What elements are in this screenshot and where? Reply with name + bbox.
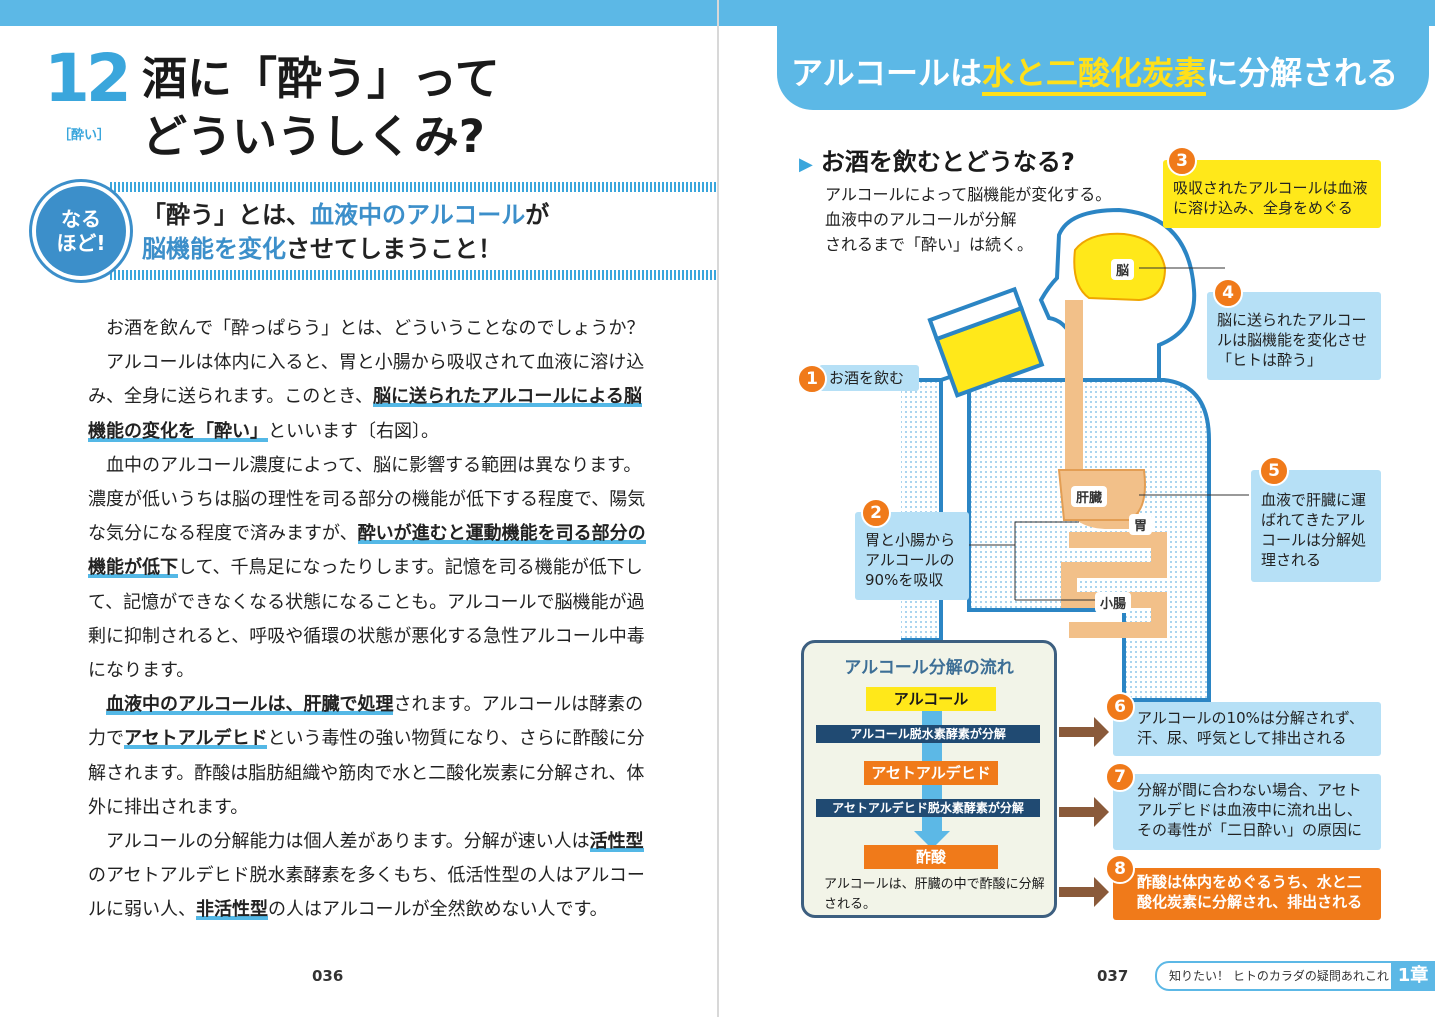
body-text: お酒を飲んで「酔っぱらう」とは、どういうことなのでしょうか？ アルコールは体内に… bbox=[88, 312, 648, 928]
title-line-1: 酒に「酔う」って bbox=[142, 52, 500, 105]
callout-1: お酒を飲む bbox=[819, 365, 919, 391]
flow-step-acetaldehyde: アセトアルデヒド bbox=[864, 761, 998, 785]
title-line-2: どういうしくみ? bbox=[142, 110, 485, 163]
summary-text: 「酔う」とは、血液中のアルコールが 脳機能を変化させてしまうこと！ bbox=[142, 198, 549, 266]
paragraph-3: 血中のアルコール濃度によって、脳に影響する範囲は異なります。濃度が低いうちは脳の… bbox=[88, 449, 648, 688]
stripe-bottom bbox=[110, 270, 718, 280]
page-number-left: 036 bbox=[312, 967, 344, 985]
text-run: という毒性の強い物質になり、さらに酢酸に分解されます。酢酸は脂肪組織や筋肉で水と… bbox=[88, 728, 645, 818]
step-number-6: 6 bbox=[1105, 692, 1135, 722]
highlight: 血液中のアルコールは、肝臓で処理 bbox=[106, 694, 394, 716]
step-number-1: 1 bbox=[797, 364, 827, 394]
question-subtext: アルコールによって脳機能が変化する。 血液中のアルコールが分解 されるまで「酔い… bbox=[825, 182, 1111, 257]
paragraph-5: アルコールの分解能力は個人差があります。分解が速い人は活性型のアセトアルデヒド脱… bbox=[88, 825, 648, 928]
subtext-line: されるまで「酔い」は続く。 bbox=[825, 235, 1034, 254]
highlight: 非活性型 bbox=[196, 899, 268, 921]
stripe-top bbox=[110, 182, 718, 192]
question-heading: お酒を飲むとどうなる? bbox=[799, 142, 1075, 177]
page-number-right: 037 bbox=[1097, 967, 1129, 985]
flow-enzyme-2: アセトアルデヒド脱水素酵素が分解 bbox=[816, 799, 1040, 817]
intestine-shape bbox=[1061, 532, 1167, 638]
text-run: アルコールの分解能力は個人差があります。分解が速い人は bbox=[106, 831, 590, 853]
banner-part: に分解される bbox=[1206, 54, 1399, 92]
banner-emphasis: 水と二酸化炭素 bbox=[982, 54, 1207, 96]
organ-label-brain: 脳 bbox=[1111, 259, 1135, 280]
organ-label-intestine: 小腸 bbox=[1095, 592, 1132, 613]
flow-title: アルコール分解の流れ bbox=[844, 658, 1014, 678]
step-number-2: 2 bbox=[861, 498, 891, 528]
subtext-line: 血液中のアルコールが分解 bbox=[825, 210, 1017, 229]
arrow-6 bbox=[1059, 717, 1109, 747]
step-number-5: 5 bbox=[1259, 456, 1289, 486]
text-run: といいます〔右図〕。 bbox=[268, 420, 439, 442]
summary-emphasis: 脳機能を変化 bbox=[142, 235, 286, 263]
highlight: アセトアルデヒド bbox=[124, 728, 268, 750]
text-run: して、千鳥足になったりします。記憶を司る機能が低下して、記憶ができなくなる状態に… bbox=[88, 557, 645, 682]
step-number-7: 7 bbox=[1105, 762, 1135, 792]
summary-part: が bbox=[525, 201, 550, 229]
flow-arrowhead bbox=[914, 831, 950, 849]
callout-7: 分解が間に合わない場合、アセトアルデヒドは血液中に流れ出し、その毒性が「二日酔い… bbox=[1113, 774, 1381, 850]
torso-outline bbox=[901, 378, 943, 642]
summary-part: 「酔う」とは、 bbox=[142, 201, 310, 229]
summary-emphasis: 血液中のアルコール bbox=[310, 201, 526, 229]
text-run: のアセトアルデヒド脱水素酵素を多くもち、低活性型の人はアルコールに弱い人、 bbox=[88, 865, 645, 921]
decomposition-flow-box: アルコール分解の流れ アルコール アルコール脱水素酵素が分解 アセトアルデヒド … bbox=[801, 640, 1057, 918]
right-page: アルコールは水と二酸化炭素に分解される お酒を飲むとどうなる? アルコールによっ… bbox=[719, 0, 1435, 1017]
text-run: 血中のアルコール濃度によって、脳に影響する範囲は異なります。濃度が低いうちは脳の… bbox=[88, 454, 646, 545]
callout-4: 脳に送られたアルコールは脳機能を変化させ「ヒトは酔う」 bbox=[1207, 292, 1381, 380]
subtext-line: アルコールによって脳機能が変化する。 bbox=[825, 185, 1112, 204]
banner-title: アルコールは水と二酸化炭素に分解される bbox=[791, 48, 1399, 96]
paragraph-4: 血液中のアルコールは、肝臓で処理されます。アルコールは酵素の力でアセトアルデヒド… bbox=[88, 688, 648, 825]
chapter-number: 12 bbox=[44, 40, 132, 117]
flow-enzyme-1: アルコール脱水素酵素が分解 bbox=[816, 725, 1040, 743]
paragraph-1: お酒を飲んで「酔っぱらう」とは、どういうことなのでしょうか？ bbox=[106, 318, 645, 339]
arrow-8 bbox=[1059, 877, 1109, 907]
paragraph-2: アルコールは体内に入ると、胃と小腸から吸収されて血液に溶け込み、全身に送られます… bbox=[88, 346, 648, 449]
step-number-4: 4 bbox=[1213, 278, 1243, 308]
text-run: されます。アルコールは酵素の力で bbox=[88, 694, 644, 750]
flow-note: アルコールは、肝臓の中で酢酸に分解される。 bbox=[824, 877, 1045, 912]
badge-line-2: ほど! bbox=[56, 231, 106, 255]
badge-line-1: なる bbox=[61, 207, 101, 231]
step-number-8: 8 bbox=[1105, 854, 1135, 884]
top-bar-left bbox=[0, 0, 718, 26]
callout-8: 酢酸は体内をめぐるうち、水と二酸化炭素に分解され、排出される bbox=[1113, 868, 1381, 920]
summary-part: させてしまうこと！ bbox=[286, 235, 502, 263]
callout-6: アルコールの10%は分解されず、汗、尿、呼気として排出される bbox=[1113, 702, 1381, 756]
flow-step-acetic-acid: 酢酸 bbox=[864, 845, 998, 869]
organ-label-stomach: 胃 bbox=[1129, 514, 1153, 535]
arrow-7 bbox=[1059, 797, 1109, 827]
callout-5: 血液で肝臓に運ばれてきたアルコールは分解処理される bbox=[1251, 470, 1381, 582]
text-run: アルコールは体内に入ると、胃と小腸から吸収されて血液に溶け込み、全身に送られます… bbox=[88, 352, 645, 408]
text-run: の人はアルコールが全然飲めない人です。 bbox=[268, 899, 608, 921]
glass-shape bbox=[927, 286, 1045, 398]
chapter-tag: ［酔い］ bbox=[58, 128, 111, 143]
left-page: 12 ［酔い］ 酒に「酔う」って どういうしくみ? なる ほど! 「酔う」とは、… bbox=[36, 40, 718, 985]
chapter-number-tab: 1章 bbox=[1391, 961, 1435, 991]
page-title: 酒に「酔う」って どういうしくみ? bbox=[142, 50, 500, 166]
flow-step-alcohol: アルコール bbox=[866, 687, 996, 711]
organ-label-liver: 肝臓 bbox=[1071, 486, 1108, 507]
callout-3: 吸収されたアルコールは血液に溶け込み、全身をめぐる bbox=[1163, 160, 1381, 228]
leader-line-stomach bbox=[969, 521, 1079, 546]
highlight: 活性型 bbox=[589, 831, 644, 853]
top-bar-right bbox=[719, 0, 1435, 26]
header-banner bbox=[777, 26, 1429, 110]
page-gutter bbox=[717, 0, 719, 1017]
banner-part: アルコールは bbox=[791, 54, 983, 92]
step-number-3: 3 bbox=[1167, 146, 1197, 176]
naruhodo-badge: なる ほど! bbox=[36, 186, 126, 276]
